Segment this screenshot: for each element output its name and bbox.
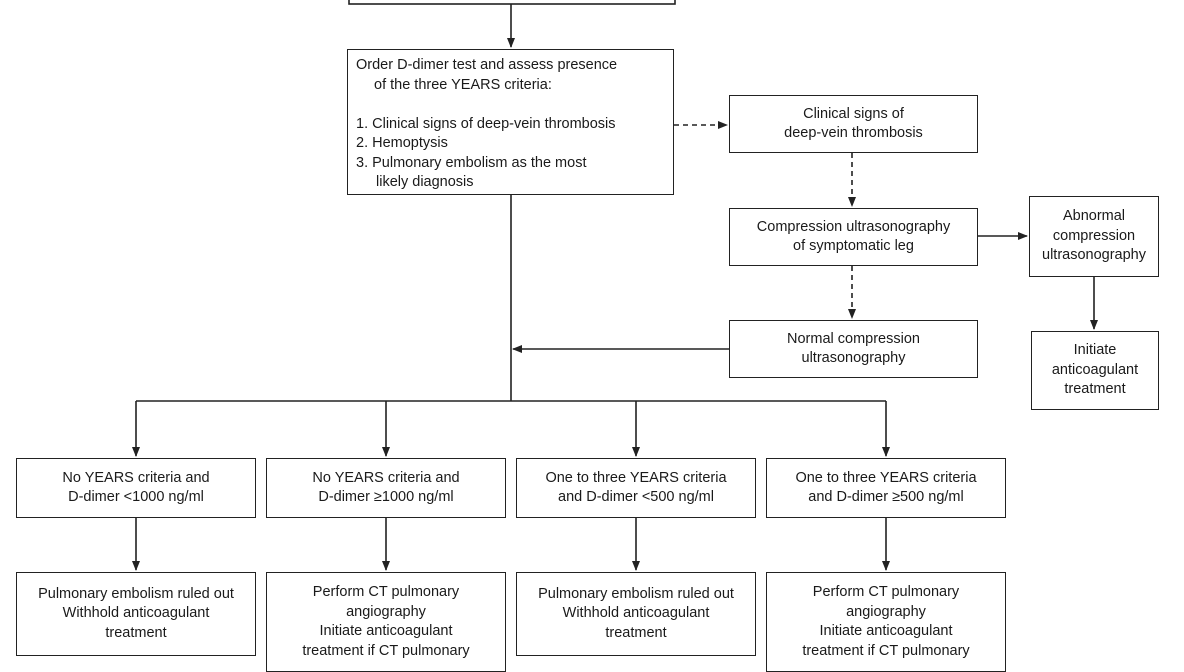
criterion-3-continued: likely diagnosis <box>376 174 474 190</box>
cus-line-2: of symptomatic leg <box>793 238 914 254</box>
branch-3-outcome-line-2: Withhold anticoagulant <box>562 605 710 622</box>
branch-2-criteria-line-1: No YEARS criteria and <box>312 469 460 486</box>
branch-3-criteria-line-2: and D-dimer <500 ng/ml <box>558 489 714 505</box>
initiate-line-2: anticoagulant <box>1051 361 1139 378</box>
normal-cus-box: Normal compression ultrasonography <box>729 320 978 378</box>
branch-2-outcome-line-4: treatment if CT pulmonary <box>302 642 470 659</box>
branch-3-outcome-line-3: treatment <box>605 624 667 641</box>
abnormal-line-1: Abnormal <box>1062 208 1126 225</box>
criterion-2: 2. Hemoptysis <box>356 135 448 151</box>
abnormal-line-3: ultrasonography <box>1042 247 1146 264</box>
order-line-2: of the three YEARS criteria: <box>374 76 552 93</box>
dvt-signs-box: Clinical signs of deep-vein thrombosis <box>729 95 978 153</box>
initiate-anticoagulant-box: Initiate anticoagulant treatment <box>1031 331 1159 410</box>
order-ddimer-box: Order D-dimer test and assess presence o… <box>347 49 674 195</box>
criterion-1: 1. Clinical signs of deep-vein thrombosi… <box>356 115 616 132</box>
branch-1-criteria-line-2: D-dimer <1000 ng/ml <box>68 489 204 505</box>
branch-1-criteria-box: No YEARS criteria and D-dimer <1000 ng/m… <box>16 458 256 518</box>
branch-2-outcome-line-3: Initiate anticoagulant <box>319 623 453 639</box>
branch-4-outcome-box: Perform CT pulmonary angiography Initiat… <box>766 572 1006 672</box>
initiate-line-1: Initiate <box>1073 342 1117 359</box>
branch-3-criteria-line-1: One to three YEARS criteria <box>545 469 727 486</box>
branch-1-criteria-line-1: No YEARS criteria and <box>62 469 210 486</box>
branch-4-criteria-box: One to three YEARS criteria and D-dimer … <box>766 458 1006 518</box>
branch-4-criteria-line-1: One to three YEARS criteria <box>795 469 977 486</box>
normal-line-2: ultrasonography <box>801 350 906 366</box>
dvt-signs-line-1: Clinical signs of <box>803 105 904 122</box>
abnormal-cus-box: Abnormal compression ultrasonography <box>1029 196 1159 277</box>
order-line-1: Order D-dimer test and assess presence <box>356 57 618 73</box>
initiate-line-3: treatment <box>1064 381 1126 398</box>
branch-4-outcome-line-1: Perform CT pulmonary <box>812 584 960 600</box>
branch-2-criteria-box: No YEARS criteria and D-dimer ≥1000 ng/m… <box>266 458 506 518</box>
branch-4-outcome-line-2: angiography <box>846 603 926 620</box>
top-box-partial <box>348 0 676 5</box>
branch-4-outcome-line-4: treatment if CT pulmonary <box>802 642 970 659</box>
criterion-3: 3. Pulmonary embolism as the most <box>356 154 587 171</box>
branch-1-outcome-line-3: treatment <box>105 624 167 641</box>
branch-1-outcome-line-1: Pulmonary embolism ruled out <box>38 585 234 602</box>
branch-1-outcome-line-2: Withhold anticoagulant <box>62 605 210 622</box>
branch-4-criteria-line-2: and D-dimer ≥500 ng/ml <box>808 489 964 505</box>
branch-3-criteria-box: One to three YEARS criteria and D-dimer … <box>516 458 756 518</box>
cus-line-1: Compression ultrasonography <box>756 218 951 235</box>
branch-3-outcome-box: Pulmonary embolism ruled out Withhold an… <box>516 572 756 656</box>
normal-line-1: Normal compression <box>787 330 920 347</box>
dvt-signs-line-2: deep-vein thrombosis <box>784 125 923 141</box>
branch-2-outcome-line-2: angiography <box>346 603 426 620</box>
compression-ultrasonography-box: Compression ultrasonography of symptomat… <box>729 208 978 266</box>
branch-3-outcome-line-1: Pulmonary embolism ruled out <box>538 585 734 602</box>
branch-4-outcome-line-3: Initiate anticoagulant <box>819 623 953 639</box>
branch-2-outcome-line-1: Perform CT pulmonary <box>312 584 460 600</box>
branch-2-criteria-line-2: D-dimer ≥1000 ng/ml <box>318 489 454 505</box>
years-criteria-list: 1. Clinical signs of deep-vein thrombosi… <box>356 96 617 193</box>
branch-2-outcome-box: Perform CT pulmonary angiography Initiat… <box>266 572 506 672</box>
branch-1-outcome-box: Pulmonary embolism ruled out Withhold an… <box>16 572 256 656</box>
abnormal-line-2: compression <box>1052 227 1136 244</box>
